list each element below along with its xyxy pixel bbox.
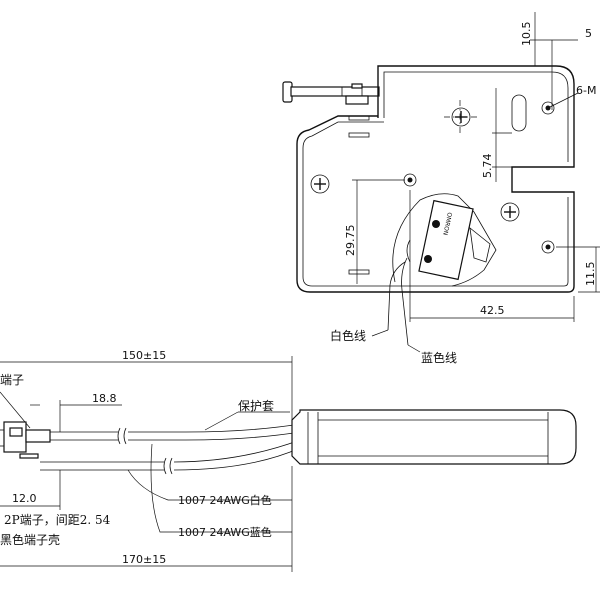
dim-5: 5 xyxy=(585,27,592,40)
dim-18-8: 18.8 xyxy=(92,392,117,405)
protective-sleeve xyxy=(291,409,577,465)
screw-left xyxy=(310,174,330,194)
label-housing: 黑色端子壳 xyxy=(0,533,60,547)
wire-leaders: 白色线 蓝色线 xyxy=(330,257,457,365)
lock-bolt xyxy=(282,81,380,105)
screw-right xyxy=(500,202,520,222)
label-awg-blue: 1007 24AWG蓝色 xyxy=(178,525,272,539)
micro-switch: OMRON xyxy=(392,193,497,287)
label-terminal: 端子 xyxy=(0,373,24,387)
lock-plate-outline xyxy=(296,65,575,293)
label-sleeve: 保护套 xyxy=(238,399,274,413)
dim-12-0: 12.0 xyxy=(12,492,37,505)
dim-29-75: 29.75 xyxy=(344,225,357,257)
switch-brand-text: OMRON xyxy=(441,212,453,236)
dim-10-5: 10.5 xyxy=(520,22,533,47)
dim-11-5: 11.5 xyxy=(584,262,597,287)
mounting-holes xyxy=(403,101,555,254)
dim-170: 170±15 xyxy=(122,553,166,566)
lock-body-view: OMRON xyxy=(282,65,575,293)
label-white-wire: 白色线 xyxy=(330,328,366,343)
label-blue-wire: 蓝色线 xyxy=(421,351,457,365)
connector xyxy=(0,421,51,459)
dim-6m: 6-M xyxy=(576,84,596,97)
dim-5-74: 5.74 xyxy=(481,154,494,179)
adjust-slot xyxy=(511,94,527,132)
top-dimensions: 10.5 5 6-M 5.74 29.75 11.5 42.5 xyxy=(344,12,600,322)
wire-harness-view: 150±15 端子 18.8 xyxy=(0,349,577,572)
dim-42-5: 42.5 xyxy=(480,304,505,317)
label-awg-white: 1007 24AWG白色 xyxy=(178,493,272,507)
label-connector: 2P端子，间距2. 54 xyxy=(4,513,111,527)
dim-150: 150±15 xyxy=(122,349,166,362)
